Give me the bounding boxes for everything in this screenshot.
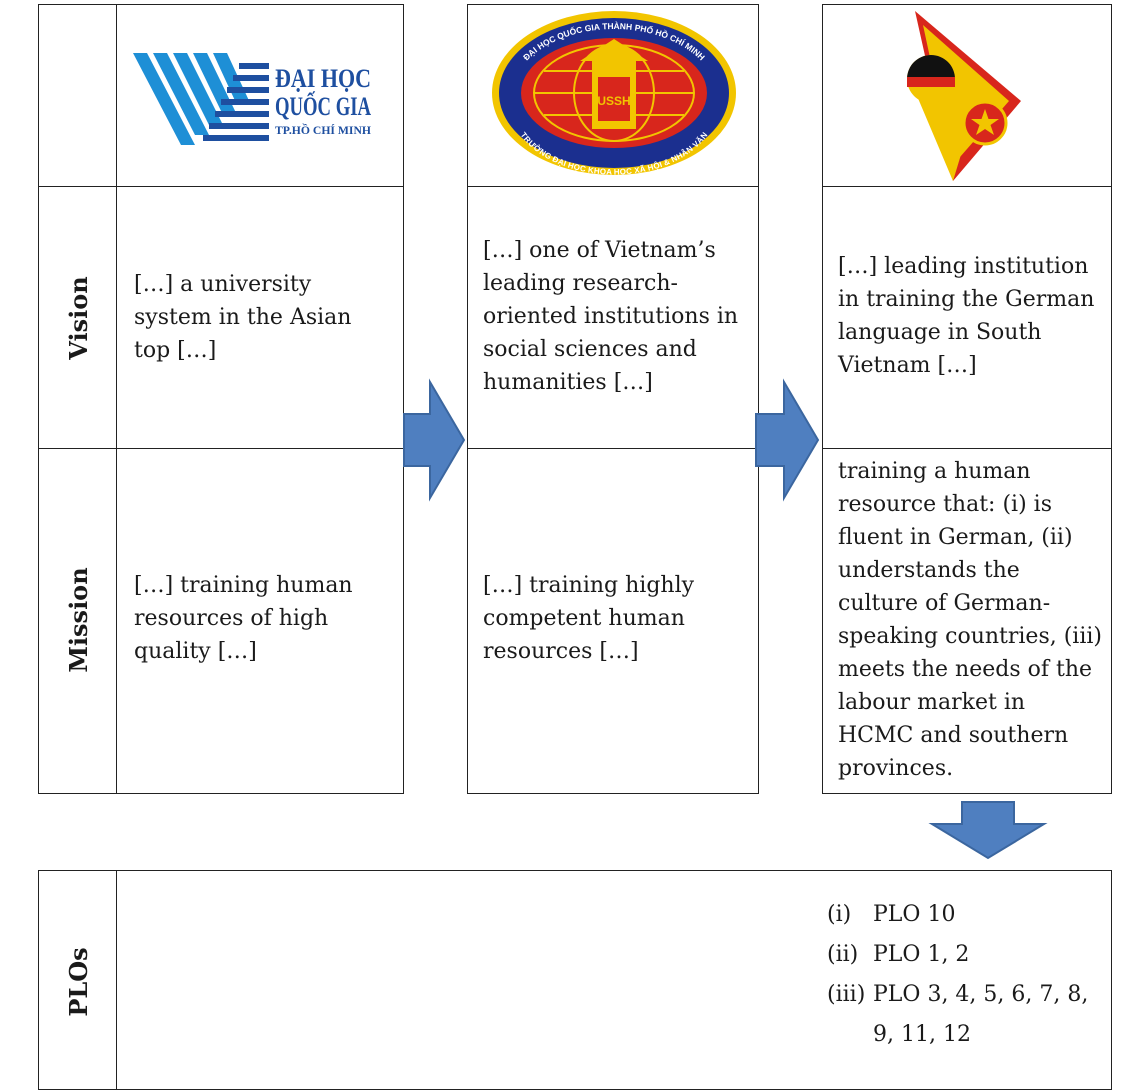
ussh-vision-cell: […] one of Vietnam’s leading research-or… (467, 186, 759, 450)
german-mission-cell: training a human resource that: (i) is f… (822, 448, 1112, 794)
plo-text: 9, 11, 12 (873, 1022, 971, 1047)
ussh-vision-text: […] one of Vietnam’s leading research-or… (483, 238, 739, 395)
plo-num: (iii) (827, 982, 866, 1007)
vnu-mission-text: […] training human resources of high qua… (134, 573, 353, 664)
vnu-logo-cell: ĐẠI HỌC QUỐC GIA TP.HỒ CHÍ MINH (116, 4, 404, 188)
vision-label-cell: Vision (38, 186, 118, 450)
label-cell-logo (38, 4, 118, 188)
vnu-logo-line1: ĐẠI HỌC (275, 64, 371, 93)
plo-text: PLO 1, 2 (873, 942, 970, 967)
down-arrow (928, 801, 1048, 860)
mission-label-cell: Mission (38, 448, 118, 794)
vnu-mission-cell: […] training human resources of high qua… (116, 448, 404, 794)
vnu-vision-cell: […] a university system in the Asian top… (116, 186, 404, 450)
plo-text: PLO 3, 4, 5, 6, 7, 8, (873, 982, 1089, 1007)
plos-list: (i) PLO 10 (ii) PLO 1, 2 (iii) PLO 3, 4, 5,… (827, 895, 1107, 1055)
vision-label: Vision (64, 276, 93, 360)
german-mission-text: training a human resource that: (i) is f… (838, 459, 1102, 781)
ussh-logo: USSH ĐẠI HỌC QUỐC GIA THÀNH PHỐ HỒ CHÍ M… (492, 11, 736, 177)
plo-text: PLO 10 (873, 902, 956, 927)
vnu-logo-line2: QUỐC GIA (275, 92, 371, 121)
german-dept-logo (907, 11, 1021, 181)
plos-label-cell: PLOs (38, 870, 118, 1090)
ussh-logo-center: USSH (597, 94, 630, 108)
plo-item: (i) PLO 10 (827, 895, 1107, 935)
plo-item: (iii) PLO 3, 4, 5, 6, 7, 8, (827, 975, 1107, 1015)
german-logo-cell (822, 4, 1112, 188)
vnu-logo: ĐẠI HỌC QUỐC GIA TP.HỒ CHÍ MINH (133, 53, 372, 145)
plo-num: (ii) (827, 942, 859, 967)
mission-label: Mission (64, 567, 93, 673)
right-arrow-2 (755, 378, 820, 502)
ussh-logo-cell: USSH ĐẠI HỌC QUỐC GIA THÀNH PHỐ HỒ CHÍ M… (467, 4, 759, 188)
plos-content-cell: (i) PLO 10 (ii) PLO 1, 2 (iii) PLO 3, 4, 5,… (116, 870, 1112, 1090)
plo-item: (ii) PLO 1, 2 (827, 935, 1107, 975)
plo-item: 9, 11, 12 (827, 1015, 1107, 1055)
ussh-mission-text: […] training highly competent human reso… (483, 573, 695, 664)
right-arrow-1 (403, 378, 466, 502)
vnu-logo-line3: TP.HỒ CHÍ MINH (275, 122, 372, 137)
plos-label: PLOs (64, 947, 93, 1017)
german-vision-text: […] leading institution in training the … (838, 254, 1095, 378)
german-vision-cell: […] leading institution in training the … (822, 186, 1112, 450)
vnu-vision-text: […] a university system in the Asian top… (134, 272, 352, 363)
ussh-mission-cell: […] training highly competent human reso… (467, 448, 759, 794)
plo-num: (i) (827, 902, 852, 927)
